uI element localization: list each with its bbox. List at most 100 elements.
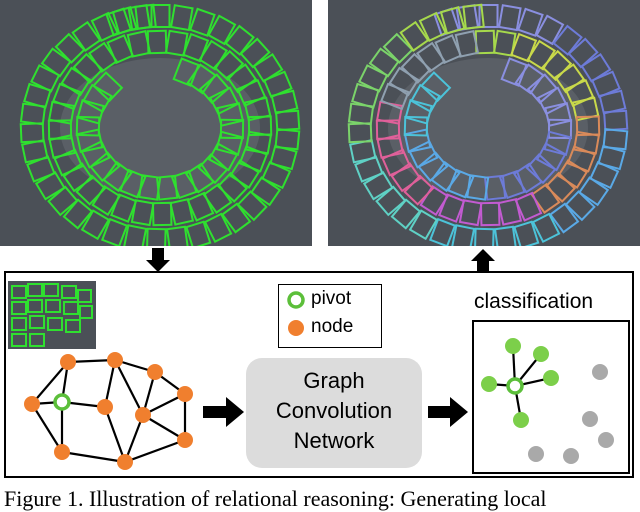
text-box xyxy=(111,6,138,35)
text-box xyxy=(126,30,152,58)
text-box xyxy=(362,170,394,201)
text-box xyxy=(172,57,200,87)
text-box xyxy=(34,170,66,201)
text-box xyxy=(543,130,572,157)
text-box xyxy=(247,115,273,137)
text-box xyxy=(269,144,298,171)
right-arrow-icon xyxy=(428,397,468,427)
text-box xyxy=(23,82,52,109)
text-box xyxy=(30,64,61,93)
gcn-label-line1: Graph xyxy=(303,368,365,393)
pivot-marker-icon xyxy=(287,291,305,309)
down-arrow-icon xyxy=(146,248,170,272)
text-box xyxy=(415,41,447,73)
text-box xyxy=(492,29,517,57)
text-box xyxy=(430,160,461,193)
text-box xyxy=(102,160,133,193)
text-box xyxy=(165,225,190,246)
text-box xyxy=(80,140,111,169)
colored-box-spiral xyxy=(328,0,640,246)
classification-title: classification xyxy=(474,290,594,313)
pivot-node xyxy=(506,377,524,395)
text-box xyxy=(130,199,155,227)
text-box xyxy=(87,41,119,73)
classification-box xyxy=(472,320,630,474)
legend-node-label: node xyxy=(311,316,354,337)
text-box xyxy=(403,128,432,154)
text-box xyxy=(450,224,476,246)
text-box xyxy=(75,115,101,137)
text-box xyxy=(169,198,195,226)
text-box xyxy=(513,220,540,246)
pivot-node xyxy=(53,393,71,411)
graph-nodes xyxy=(24,352,193,470)
text-box xyxy=(71,20,102,52)
output-text-image-clusters xyxy=(328,0,640,246)
text-box xyxy=(438,193,466,223)
text-box xyxy=(516,7,544,37)
figure-caption: Figure 1. Illustration of relational rea… xyxy=(4,486,547,511)
text-box xyxy=(236,190,268,222)
text-box xyxy=(417,151,449,182)
text-box xyxy=(54,32,86,64)
text-box xyxy=(219,118,245,140)
text-box xyxy=(169,4,194,32)
text-box xyxy=(202,182,233,214)
text-box xyxy=(578,176,610,207)
text-box xyxy=(110,193,138,223)
gcn-block xyxy=(246,358,422,468)
text-box xyxy=(575,115,601,137)
text-box xyxy=(420,71,452,103)
text-box xyxy=(454,30,480,58)
unlinked-nodes xyxy=(528,364,614,464)
text-box xyxy=(497,198,523,226)
text-box xyxy=(458,199,483,227)
text-box xyxy=(418,11,447,43)
text-box xyxy=(208,86,240,116)
text-box xyxy=(197,153,229,185)
text-box xyxy=(447,168,475,199)
text-box xyxy=(80,209,111,241)
text-box xyxy=(203,212,233,244)
text-box xyxy=(252,53,284,83)
text-box xyxy=(439,6,466,35)
text-box xyxy=(216,101,245,127)
legend-pivot-label: pivot xyxy=(311,288,352,309)
text-box xyxy=(399,20,430,52)
text-box xyxy=(122,224,148,246)
text-box xyxy=(47,185,79,217)
text-box xyxy=(531,212,561,244)
text-box xyxy=(530,182,561,214)
text-box xyxy=(75,128,104,154)
text-box xyxy=(514,63,545,95)
text-box xyxy=(186,191,215,222)
text-box xyxy=(90,11,119,43)
text-box xyxy=(500,57,528,87)
text-box xyxy=(547,118,573,140)
text-box xyxy=(92,71,124,103)
text-box xyxy=(221,202,252,234)
text-box xyxy=(434,34,463,65)
text-box xyxy=(473,227,495,246)
text-box xyxy=(526,73,559,105)
green-box-spiral xyxy=(0,0,312,246)
text-box xyxy=(549,202,580,234)
text-box xyxy=(408,140,439,169)
text-box xyxy=(215,130,244,157)
text-box xyxy=(382,32,414,64)
text-box xyxy=(47,119,73,140)
text-box xyxy=(207,14,237,46)
gcn-label-line2: Convolution xyxy=(275,398,393,423)
text-box xyxy=(207,142,239,172)
text-box xyxy=(224,24,255,56)
input-text-image-detections xyxy=(0,0,312,246)
text-box xyxy=(351,82,380,109)
text-box xyxy=(514,191,543,222)
text-box xyxy=(525,153,557,185)
text-box xyxy=(368,47,400,78)
text-box xyxy=(567,37,599,69)
text-box xyxy=(82,83,113,114)
text-box xyxy=(198,73,231,105)
node-marker-icon xyxy=(288,320,304,336)
text-box xyxy=(552,24,583,56)
